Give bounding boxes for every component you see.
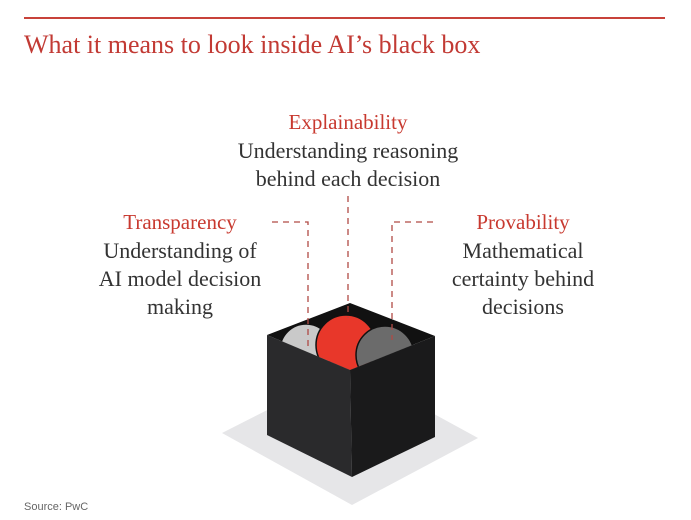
transparency-block: Transparency Understanding of AI model d…: [99, 208, 262, 321]
provability-line: Mathematical: [462, 238, 584, 263]
box-right-face: [350, 336, 435, 477]
transparency-line: AI model decision: [98, 266, 262, 291]
page-title: What it means to look inside AI’s black …: [24, 30, 481, 59]
explainability-line: Understanding reasoning: [237, 138, 459, 163]
top-rule: [24, 17, 665, 19]
source-note: Source: PwC: [24, 501, 89, 513]
provability-line: decisions: [482, 294, 564, 319]
transparency-connector: [272, 221, 309, 350]
transparency-line: Understanding of: [103, 238, 257, 263]
explainability-heading: Explainability: [288, 110, 408, 134]
explainability-line: behind each decision: [255, 166, 441, 191]
box-left-face: [267, 335, 352, 477]
transparency-line: making: [147, 294, 213, 319]
transparency-heading: Transparency: [123, 210, 237, 234]
provability-block: Provability Mathematical certainty behin…: [452, 208, 594, 321]
provability-connector: [391, 221, 433, 340]
provability-heading: Provability: [476, 210, 570, 234]
provability-line: certainty behind: [451, 266, 595, 291]
explainability-block: Explainability Understanding reasoning b…: [238, 108, 459, 193]
